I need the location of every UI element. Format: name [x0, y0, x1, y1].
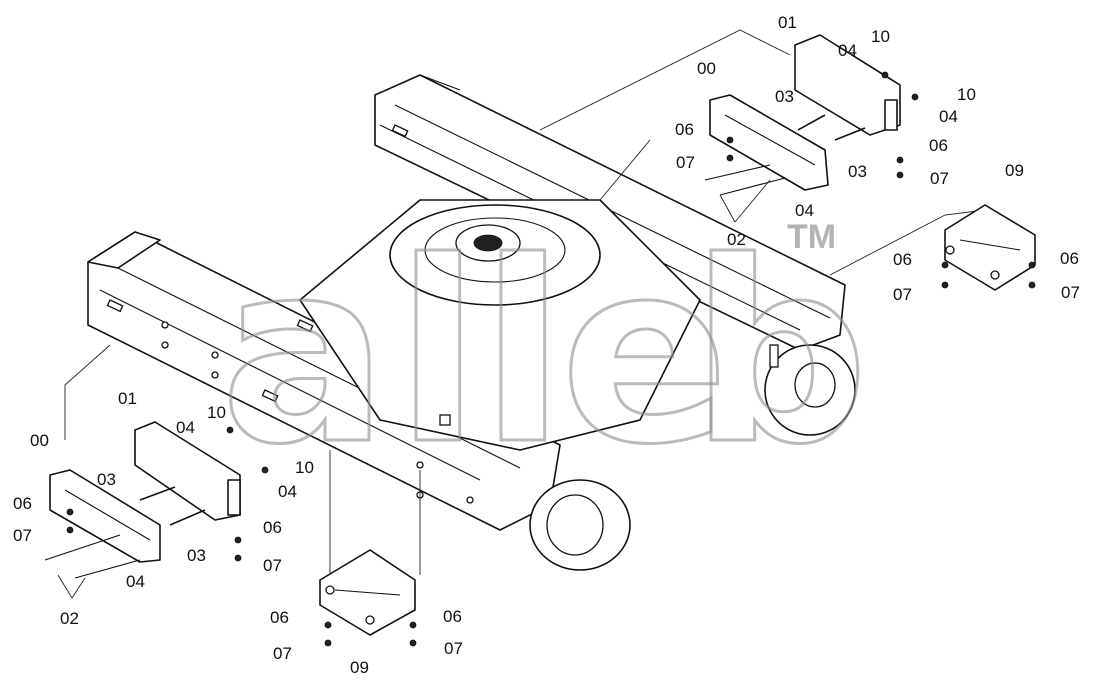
- callout-10: 10: [871, 27, 890, 46]
- callout-01: 01: [778, 13, 797, 32]
- watermark-tm: TM: [787, 218, 836, 256]
- callout-10: 10: [207, 403, 226, 422]
- left-beam-top: [87, 231, 161, 269]
- callout-04: 04: [939, 107, 958, 126]
- watermark: a l l e b TM: [219, 207, 871, 501]
- pin-03-lower-b: [169, 509, 206, 526]
- guard-plate-00-lower: [49, 469, 161, 563]
- callout-01: 01: [118, 389, 137, 408]
- watermark-letter-e: e: [560, 208, 730, 499]
- callout-00: 00: [697, 59, 716, 78]
- callout-07: 07: [263, 556, 282, 575]
- callout-07: 07: [444, 639, 463, 658]
- lower-frame: [87, 74, 856, 571]
- callout-06: 06: [675, 120, 694, 139]
- callout-04: 04: [176, 418, 195, 437]
- callout-06: 06: [929, 136, 948, 155]
- callout-06: 06: [443, 607, 462, 626]
- callouts-top-right: 01 10 04 00 10 03 04 06 06 07 03 07 04 0…: [675, 13, 976, 249]
- callout-06: 06: [270, 608, 289, 627]
- callout-10: 10: [957, 85, 976, 104]
- callout-03: 03: [848, 162, 867, 181]
- bottom-left-guard-assembly: [44, 421, 269, 599]
- leader-lines: [64, 29, 986, 575]
- callout-07: 07: [676, 153, 695, 172]
- callout-07: 07: [893, 285, 912, 304]
- callout-06: 06: [1060, 249, 1079, 268]
- callout-00: 00: [30, 431, 49, 450]
- pin-03-a: [797, 114, 826, 131]
- watermark-letter-l2: l: [480, 208, 566, 499]
- callout-07: 07: [930, 169, 949, 188]
- watermark-letter-a: a: [220, 208, 389, 499]
- bottom-mount-bracket: [319, 549, 417, 647]
- callout-07: 07: [1061, 283, 1080, 302]
- guard-plate-00: [709, 94, 829, 191]
- watermark-letter-b: b: [690, 208, 869, 499]
- right-mount-bracket: [941, 204, 1036, 291]
- callout-03: 03: [775, 87, 794, 106]
- callout-09: 09: [350, 658, 369, 677]
- callout-02: 02: [727, 230, 746, 249]
- watermark-letter-l1: l: [395, 208, 481, 499]
- pin-03-lower-a: [139, 486, 176, 501]
- callout-07: 07: [13, 526, 32, 545]
- callouts-right-bracket: 09 06 06 07 07: [893, 161, 1080, 304]
- callout-06: 06: [893, 250, 912, 269]
- callout-02: 02: [60, 609, 79, 628]
- callout-10: 10: [295, 458, 314, 477]
- callouts-bottom-left: 01 10 04 00 10 03 04 06 06 07 03 07 04 0…: [13, 389, 314, 628]
- callout-04: 04: [278, 482, 297, 501]
- callout-04: 04: [126, 572, 145, 591]
- callout-09: 09: [1005, 161, 1024, 180]
- guard-plate-01: [794, 34, 901, 136]
- callout-04: 04: [795, 201, 814, 220]
- callout-07: 07: [273, 644, 292, 663]
- top-right-guard-assembly: [704, 34, 919, 223]
- bracket-09-right: [944, 204, 1036, 291]
- callout-03: 03: [97, 470, 116, 489]
- callout-06: 06: [263, 518, 282, 537]
- callout-04: 04: [838, 41, 857, 60]
- callout-06: 06: [13, 494, 32, 513]
- pin-03-b: [834, 127, 866, 141]
- callouts-bottom-bracket: 06 06 07 07 09: [270, 607, 463, 677]
- callout-03: 03: [187, 546, 206, 565]
